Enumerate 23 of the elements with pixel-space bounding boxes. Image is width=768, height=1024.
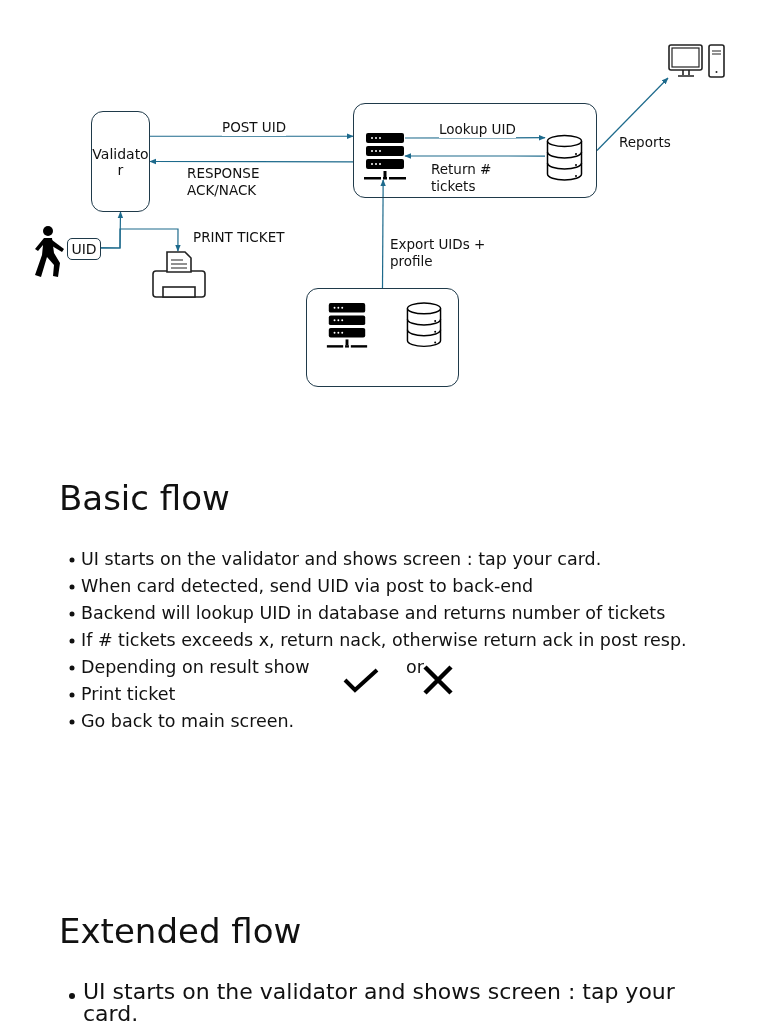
bullet-text: Backend will lookup UID in database and returns number of tickets	[81, 603, 666, 623]
arrow	[149, 133, 354, 140]
edge-label: Reports	[619, 134, 671, 151]
edge-label: Lookup UID	[439, 121, 516, 138]
arrow	[596, 77, 669, 152]
bullet-text: Go back to main screen.	[81, 711, 295, 731]
arrow	[404, 153, 546, 159]
uid-tag: UID	[67, 238, 101, 260]
bullet-text: Depending on result show	[81, 657, 310, 677]
edge-label: POST UID	[222, 119, 287, 136]
section-heading: Extended flow	[59, 911, 302, 951]
arrow	[380, 179, 386, 289]
arrow	[149, 158, 354, 165]
bullet-text: If # tickets exceeds x, return nack, otherwise return ack in post resp.	[81, 630, 687, 650]
section-heading: Basic flow	[59, 478, 230, 518]
bullet-text: When card detected, send UID via post to back-end	[81, 576, 534, 596]
server-group-box	[306, 288, 459, 387]
bullet-text: or	[406, 657, 424, 677]
device-box: Validator	[91, 111, 150, 212]
bullet-text: UI starts on the validator and shows screen : tap your card.	[81, 549, 602, 569]
bullet-text: Print ticket	[81, 684, 176, 704]
bullet-text: UI starts on the validator and shows screen : tap your card.	[83, 981, 676, 1024]
arrow	[100, 228, 181, 252]
